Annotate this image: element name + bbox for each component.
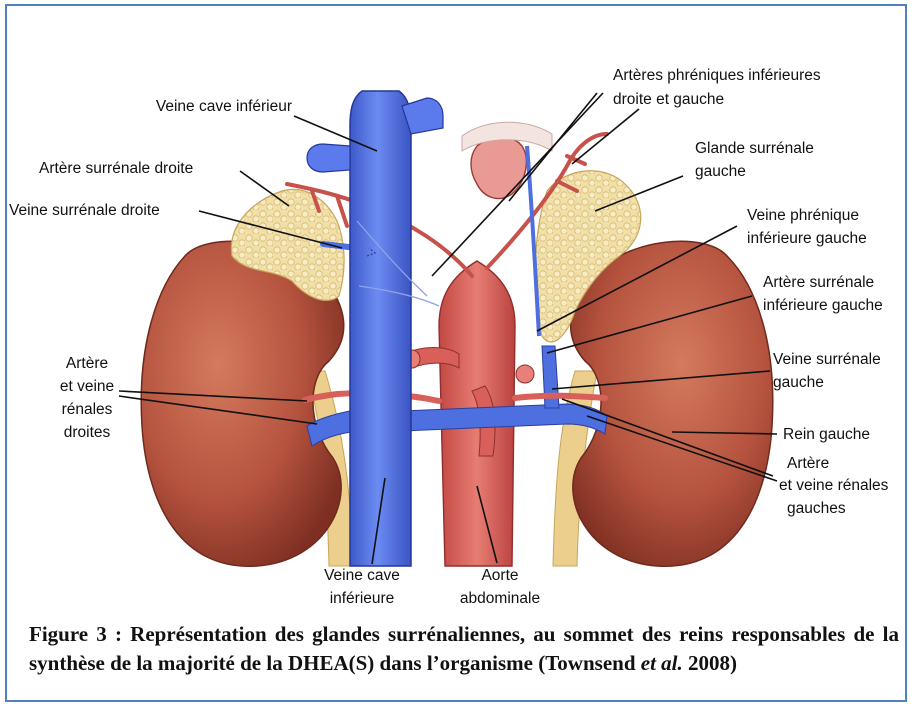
label-renales-gauches-line1: Artère bbox=[787, 455, 829, 472]
caption-year: 2008) bbox=[683, 651, 737, 675]
label-renales-droites-line4: droites bbox=[64, 424, 111, 441]
label-renales-gauches-line3: gauches bbox=[787, 500, 846, 517]
left-kidney bbox=[571, 241, 773, 566]
adrenal-anatomy-diagram: Veine cave inférieur Artère surrénale dr… bbox=[7, 6, 905, 616]
label-renales-gauches-line2: et veine rénales bbox=[779, 477, 889, 494]
label-artere-surrenale-inf-line1: Artère surrénale bbox=[763, 274, 874, 291]
label-aorte-line1: Aorte bbox=[481, 567, 518, 584]
label-glande-surrenale-line1: Glande surrénale bbox=[695, 140, 814, 157]
figure-caption: Figure 3 : Représentation des glandes su… bbox=[29, 620, 899, 678]
figure-frame: Veine cave inférieur Artère surrénale dr… bbox=[5, 4, 907, 702]
label-arteres-phreniques-line2: droite et gauche bbox=[613, 91, 724, 108]
caption-main: Figure 3 : Représentation des glandes su… bbox=[29, 622, 899, 675]
label-aorte-line2: abdominale bbox=[460, 590, 540, 607]
label-renales-droites-line3: rénales bbox=[62, 401, 113, 418]
label-veine-surrenale-gauche-line2: gauche bbox=[773, 374, 824, 391]
label-arteres-phreniques-line1: Artères phréniques inférieures bbox=[613, 67, 821, 84]
label-veine-cave-inferieur-top: Veine cave inférieur bbox=[156, 98, 292, 115]
label-artere-surrenale-inf-line2: inférieure gauche bbox=[763, 297, 883, 314]
label-veine-cave-bottom-line1: Veine cave bbox=[324, 567, 400, 584]
label-veine-surrenale-droite: Veine surrénale droite bbox=[9, 202, 160, 219]
label-artere-surrenale-droite: Artère surrénale droite bbox=[39, 160, 193, 177]
label-veine-surrenale-gauche-line1: Veine surrénale bbox=[773, 351, 881, 368]
label-veine-cave-bottom-line2: inférieure bbox=[330, 590, 395, 607]
label-renales-droites-line1: Artère bbox=[66, 355, 108, 372]
label-veine-phrenique-line1: Veine phrénique bbox=[747, 207, 859, 224]
label-renales-droites-line2: et veine bbox=[60, 378, 114, 395]
label-glande-surrenale-line2: gauche bbox=[695, 163, 746, 180]
caption-et-al: et al. bbox=[641, 651, 683, 675]
label-veine-phrenique-line2: inférieure gauche bbox=[747, 230, 867, 247]
label-rein-gauche: Rein gauche bbox=[783, 426, 870, 443]
